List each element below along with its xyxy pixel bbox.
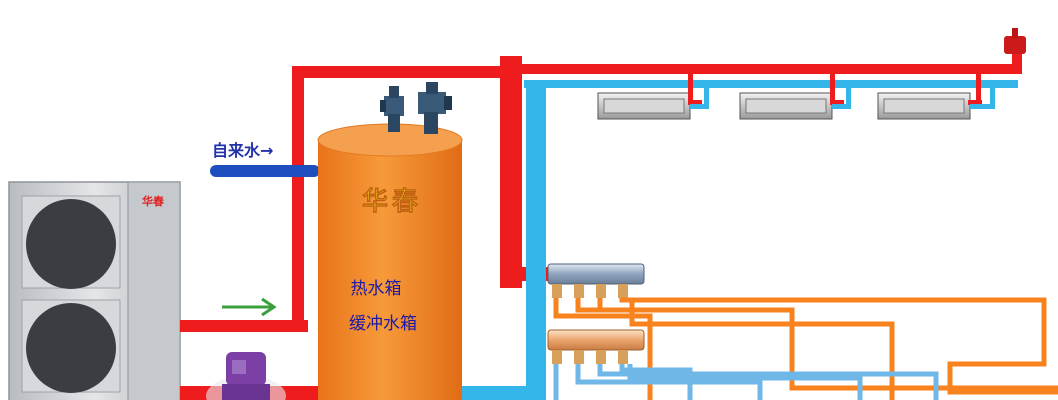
return-manifold	[547, 329, 645, 364]
tank-label-hot-water: 热水箱	[351, 279, 402, 299]
tank-brand-label: 华春	[362, 186, 422, 217]
buffer-water-tank: 华春 热水箱 缓冲水箱	[317, 123, 463, 400]
fan-coil-unit	[597, 74, 709, 120]
tap-water-inlet-pipe	[210, 165, 320, 177]
tank-valve-icon	[418, 82, 452, 134]
fan-coil-unit	[877, 74, 995, 120]
fan-coil-units	[597, 74, 995, 120]
circulation-pump-icon	[206, 352, 286, 400]
tap-water-label: 自来水→	[212, 141, 273, 160]
fan-icon	[26, 199, 116, 289]
floor-heating-return-loops	[553, 364, 939, 400]
tank-valve-icon	[380, 86, 404, 132]
unit-brand-label: 华春	[142, 194, 165, 208]
cold-return-pipe	[456, 80, 1018, 400]
flow-arrow-icon	[222, 297, 277, 317]
floor-heating-supply-loops	[553, 297, 1058, 400]
air-vent-valve-icon	[1004, 28, 1026, 54]
fan-coil-unit	[739, 74, 851, 120]
fan-icon	[26, 303, 116, 393]
heat-pump-unit: 华春	[8, 181, 181, 400]
tank-label-buffer: 缓冲水箱	[349, 314, 417, 334]
supply-manifold	[547, 263, 645, 298]
